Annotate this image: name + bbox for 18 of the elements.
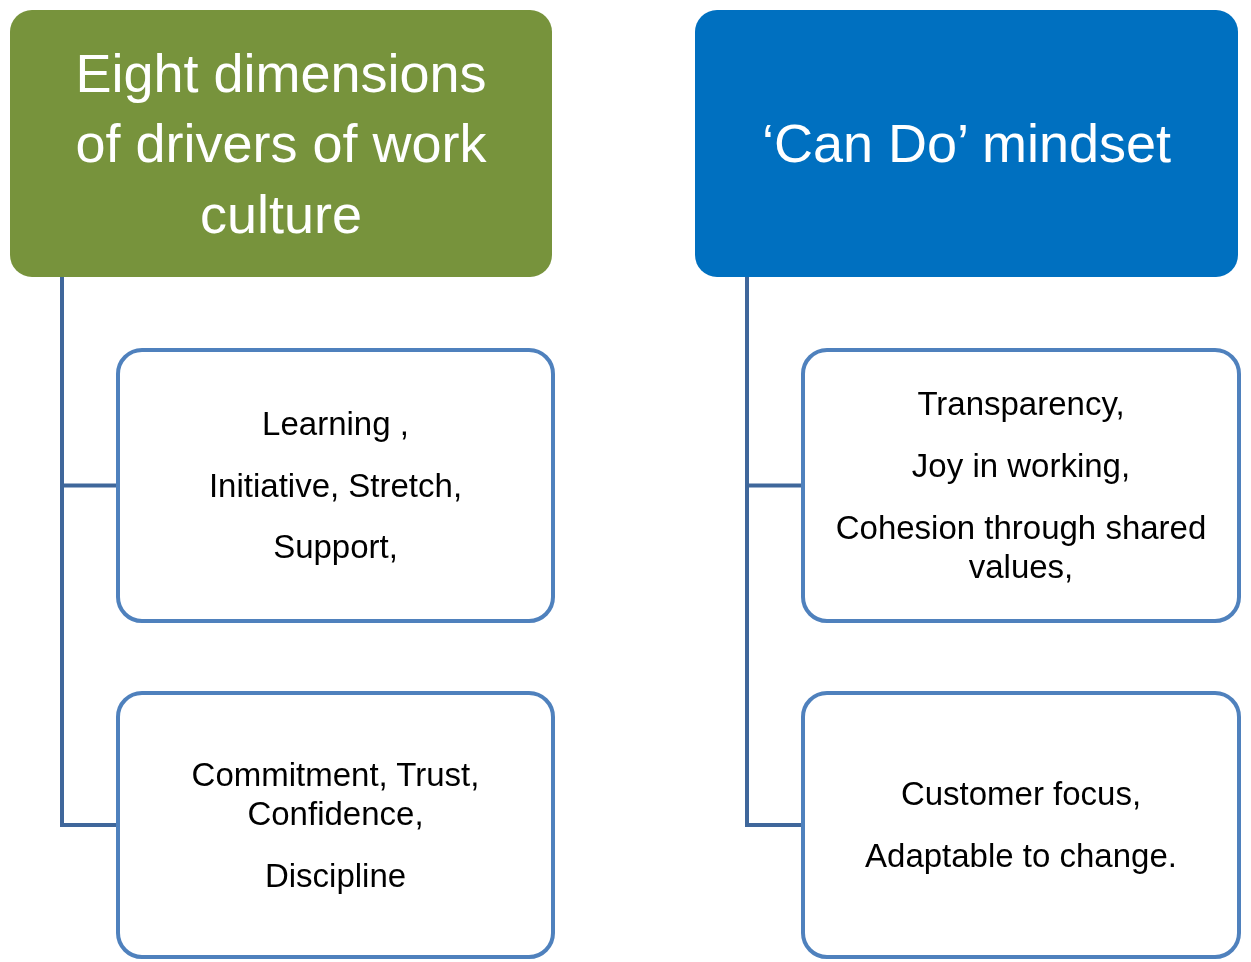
item-box	[801, 348, 1241, 623]
item-text: Initiative, Stretch,	[208, 465, 463, 506]
item-text: Transparency,	[917, 384, 1125, 424]
heading-text: Eight dimensions of drivers of work culture	[74, 42, 488, 246]
item-box	[801, 691, 1241, 959]
item-text: Cohesion through shared values,	[834, 507, 1208, 587]
item-text: Support,	[273, 527, 398, 567]
item-text: Joy in working,	[911, 445, 1131, 486]
item-box	[116, 691, 555, 959]
item-text: Customer focus,	[900, 774, 1142, 814]
item-text: Commitment, Trust, Confidence,	[190, 754, 481, 834]
item-text: Learning ,	[262, 404, 409, 444]
heading-box	[695, 10, 1238, 277]
item-text: Discipline	[264, 855, 407, 896]
item-box	[116, 348, 555, 623]
heading-text: ‘Can Do’ mindset	[761, 112, 1172, 176]
heading-box	[10, 10, 552, 277]
item-text: Adaptable to change.	[865, 836, 1177, 876]
